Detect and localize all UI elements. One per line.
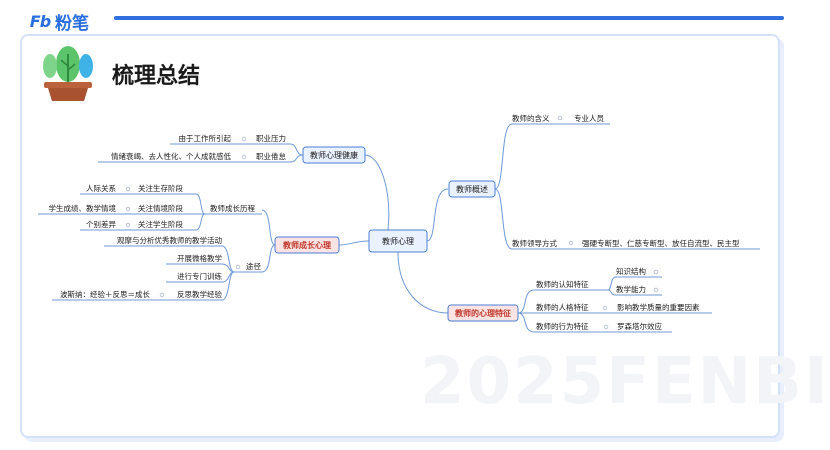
connector-dot xyxy=(125,186,131,192)
health-node[interactable]: 教师心理健康 xyxy=(302,146,366,164)
health-item-burnout-desc: 情绪衰竭、去人性化、个人成就感低 xyxy=(111,151,231,161)
health-item-burnout-label: 职业倦怠 xyxy=(256,151,286,161)
history-item-survival-label: 关注生存阶段 xyxy=(138,183,183,193)
connector-dot xyxy=(241,136,247,142)
paths-item-reflection-desc: 波斯纳：经验＋反思＝成长 xyxy=(60,289,150,299)
overview-item-meaning-value: 专业人员 xyxy=(574,113,604,123)
connector-dot xyxy=(557,115,563,121)
paths-label: 途径 xyxy=(246,261,261,271)
history-item-survival-desc: 人际关系 xyxy=(86,183,116,193)
brand-name: 粉笔 xyxy=(55,13,89,34)
page-title: 梳理总结 xyxy=(112,64,201,89)
paths-item-training: 进行专门训练 xyxy=(177,271,222,281)
connector-line xyxy=(289,154,304,163)
connector-line xyxy=(195,213,206,231)
connector-line xyxy=(494,188,513,250)
traits-node[interactable]: 教师的心理特征 xyxy=(447,304,519,322)
center-node[interactable]: 教师心理 xyxy=(368,229,428,253)
growth-node-label: 教师成长心理 xyxy=(282,240,331,250)
connector-line xyxy=(517,289,535,314)
connector-dot xyxy=(568,240,574,246)
paths-item-observe: 观摩与分析优秀教师的教学活动 xyxy=(117,235,222,245)
behavior-traits-label: 教师的行为特征 xyxy=(536,321,589,331)
connector-line xyxy=(517,312,535,333)
center-node-label: 教师心理 xyxy=(382,236,414,246)
personality-traits-value: 影响教学质量的重要因素 xyxy=(617,302,700,312)
connector-line xyxy=(397,251,449,314)
connector-line xyxy=(494,123,513,190)
connector-line xyxy=(221,271,235,301)
center-node-box xyxy=(368,229,428,253)
brand-logo-icon: Fb xyxy=(29,11,51,31)
connector-line xyxy=(607,276,617,291)
history-label: 教师成长历程 xyxy=(210,203,255,213)
history-item-student-desc: 个别差异 xyxy=(86,219,116,229)
health-node-box xyxy=(302,146,366,164)
connector-line xyxy=(195,193,206,215)
connector-dot xyxy=(603,324,609,330)
paths-item-reflection-label: 反思教学经验 xyxy=(177,289,222,299)
plant-icon xyxy=(43,46,93,101)
cognitive-traits-label: 教师的认知特征 xyxy=(536,279,589,289)
connector-line xyxy=(426,188,449,242)
overview-node[interactable]: 教师概述 xyxy=(448,180,496,198)
personality-traits-label: 教师的人格特征 xyxy=(536,302,589,312)
connector-dot xyxy=(125,222,131,228)
cognitive-item-teaching-ability: 教学能力 xyxy=(616,284,646,294)
traits-node-label: 教师的心理特征 xyxy=(454,308,511,318)
health-item-stress-desc: 由于工作所引起 xyxy=(179,133,232,143)
overview-item-meaning-label: 教师的含义 xyxy=(512,113,550,123)
health-item-stress-label: 职业压力 xyxy=(256,133,286,143)
connector-dot xyxy=(159,292,165,298)
overview-item-leadership-label: 教师领导方式 xyxy=(512,238,557,248)
traits-node-box xyxy=(447,304,519,322)
overview-node-label: 教师概述 xyxy=(456,184,488,194)
connector-dot xyxy=(602,305,608,311)
connector-line xyxy=(289,143,304,156)
watermark-text: 2025FENBI xyxy=(420,345,830,419)
connector-line xyxy=(261,209,276,246)
health-node-label: 教师心理健康 xyxy=(310,150,358,160)
connector-dot xyxy=(653,269,659,275)
history-item-situation-desc: 学生成绩、教学情境 xyxy=(49,203,117,213)
connector-dot xyxy=(241,154,247,160)
overview-item-leadership-value: 强硬专断型、仁慈专断型、放任自流型、民主型 xyxy=(582,238,740,248)
connector-line xyxy=(607,289,617,296)
cognitive-item-knowledge: 知识结构 xyxy=(616,266,646,276)
connector-line xyxy=(338,240,370,246)
history-item-situation-label: 关注情境阶段 xyxy=(138,203,183,213)
paths-item-microteaching: 开展微格教学 xyxy=(177,253,222,263)
brand-header: Fb 粉笔 xyxy=(28,10,89,34)
connector-dot xyxy=(235,264,241,270)
header-accent-line xyxy=(114,16,784,20)
connector-line xyxy=(364,154,390,231)
connector-dot xyxy=(653,287,659,293)
overview-node-box xyxy=(448,180,496,198)
growth-node[interactable]: 教师成长心理 xyxy=(274,236,340,254)
connector-dot xyxy=(125,206,131,212)
growth-node-box xyxy=(274,236,340,254)
connector-line xyxy=(221,245,235,273)
behavior-traits-value: 罗森塔尔效应 xyxy=(617,321,662,331)
connector-line xyxy=(261,244,276,273)
history-item-student-label: 关注学生阶段 xyxy=(138,219,183,229)
